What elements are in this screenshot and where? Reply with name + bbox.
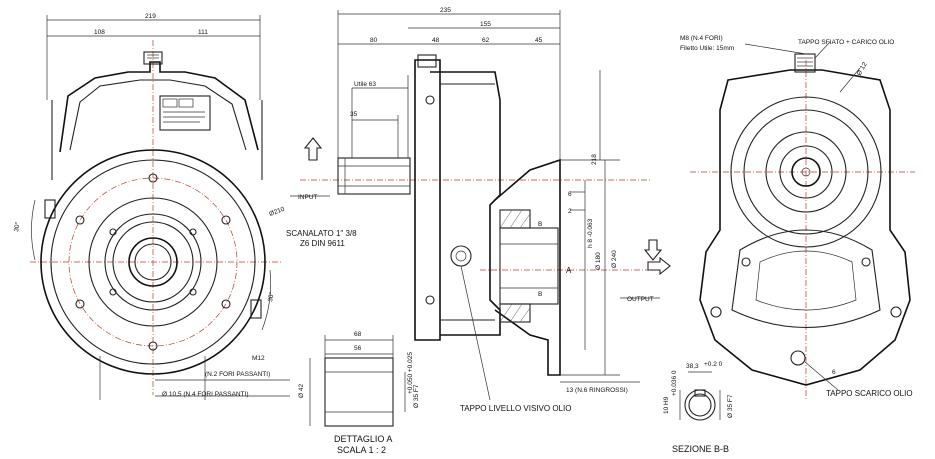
dim-108: 108 (94, 29, 105, 36)
dim-30a: 30° (12, 221, 22, 232)
label-scanalato2: Z6 DIN 9611 (300, 239, 345, 248)
label-tappo-sfiato: TAPPO SFIATO + CARICO OLIO (798, 39, 894, 46)
dim-6: 6 (568, 191, 572, 198)
dim-48: 48 (432, 37, 440, 44)
dim-235: 235 (440, 7, 451, 14)
dim-240: Ø 240 (611, 250, 618, 268)
dim-35f7-tol: +0.050 +0.025 (407, 352, 414, 394)
dim-45: 45 (535, 37, 543, 44)
label-tappo-livello: TAPPO LIVELLO VISIVO OLIO (460, 404, 571, 413)
dim-80: 80 (370, 37, 378, 44)
label-scala: SCALA 1 : 2 (337, 445, 386, 455)
label-scanalato1: SCANALATO 1" 3/8 (286, 229, 357, 238)
detail-a-sleeve (324, 357, 394, 427)
dim-180-tol: h 8 -0.063 (587, 218, 594, 248)
nameplate (159, 95, 211, 131)
dim-m12: M12 (252, 355, 265, 362)
label-m8: M8 (N.4 FORI) (680, 35, 723, 42)
dim-62: 62 (482, 37, 490, 44)
label-filetto: Filetto Utile: 15mm (680, 45, 734, 52)
dim-42: Ø 42 (298, 384, 305, 398)
dim-35f7b: Ø 35 F7 (727, 394, 734, 418)
dim-68: 68 (354, 331, 362, 338)
output-shaft (499, 227, 559, 305)
dim-2: 2 (568, 208, 572, 215)
label-fori4: Ø 10,5 (N.4 FORI PASSANTI) (162, 391, 249, 398)
flange-outer (40, 149, 266, 375)
letter-a: A (566, 266, 572, 275)
front-view (30, 15, 290, 400)
input-shaft (337, 157, 411, 195)
dim-210: Ø210 (268, 206, 286, 218)
label-tappo-scarico: TAPPO SCARICO OLIO (826, 389, 913, 398)
dim-219: 219 (145, 13, 156, 20)
label-output: OUTPUT (627, 296, 654, 303)
oil-level-plug (450, 245, 472, 267)
dim-218: 218 (591, 154, 598, 165)
dim-30b: 30° (266, 291, 276, 302)
label-ringrossi: 13 (N.6 RINGROSSI) (566, 387, 628, 394)
drain-plug (790, 350, 806, 366)
dim-10h9: 10 H9 (663, 396, 670, 414)
dim-383-tol: +0.2 0 (704, 361, 723, 368)
letter-b1: B (538, 221, 542, 228)
dim-155: 155 (480, 21, 491, 28)
label-sezione: SEZIONE B-B (672, 444, 729, 454)
label-fori2: (N.2 FORI PASSANTI) (205, 371, 270, 378)
rear-view (679, 41, 915, 421)
dim-utile63: Utile 63 (354, 81, 376, 88)
rear-housing (699, 69, 911, 386)
side-section-view (290, 10, 671, 427)
dim-383: 38,3 (686, 363, 699, 370)
dim-12: Ø 12 (856, 61, 869, 77)
label-input: INPUT (298, 194, 318, 201)
dim-180: Ø 180 (595, 252, 602, 270)
dim-56: 56 (354, 345, 362, 352)
dim-35: 35 (350, 111, 358, 118)
dim-35f7: Ø 35 F7 (413, 384, 420, 408)
label-dettaglio: DETTAGLIO A (334, 434, 392, 444)
letter-b2: B (538, 291, 542, 298)
dim-6b: 6 (832, 369, 836, 376)
dim-111: 111 (198, 29, 208, 36)
breather-plug (143, 51, 163, 65)
dim-10h9-tol: +0.036 0 (671, 370, 678, 396)
